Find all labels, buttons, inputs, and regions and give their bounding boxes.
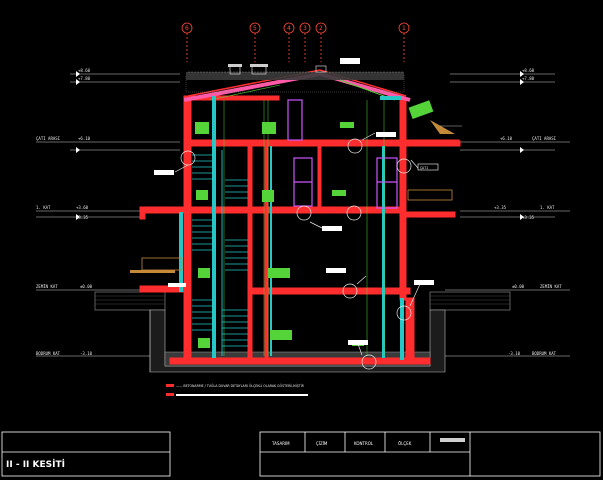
level-roof-base-right: +7.80 (522, 76, 535, 81)
tb-cell-kontrol: KONTROL (354, 441, 374, 446)
axis-label-6: 6 (185, 25, 189, 32)
furniture (195, 100, 434, 348)
axis-label-3: 3 (303, 25, 307, 32)
tb-cell-tasarim: TASARIM (271, 441, 290, 446)
level-kat1-label-right: 1. KAT (540, 205, 555, 210)
level-bodrum-label-left: BODRUM KAT (36, 351, 61, 356)
scale-bar (440, 438, 465, 442)
note-2 (176, 394, 308, 396)
level-zemin-right: ±0.00 (512, 284, 525, 289)
level-bodrum-label-right: BODRUM KAT (532, 351, 557, 356)
eave-detail (430, 120, 462, 134)
level-zemin-label-right: ZEMİN KAT (540, 284, 562, 289)
note-1: —— BETONARME / TUĞLA DUVAR DETAYLARI ÖLÇ… (176, 383, 305, 388)
glazing (130, 96, 453, 360)
drawing-title: II - II KESİTİ (6, 459, 65, 470)
level-cati-right: +6.10 (500, 136, 513, 141)
level-kat1-left2: +3.35 (76, 215, 89, 220)
tb-cell-cizim: ÇİZİM (316, 441, 328, 446)
level-cati-left: +6.10 (78, 136, 91, 141)
level-roof-top-right: +8.60 (522, 68, 535, 73)
note-swatch-1 (166, 384, 174, 387)
note-swatch-2 (166, 393, 174, 396)
axis-label-4: 4 (287, 25, 291, 32)
stairs (192, 140, 248, 356)
axis-markers (181, 22, 410, 62)
level-bodrum-right: -3.10 (508, 351, 521, 356)
tag-cati: ÇATI (420, 166, 428, 170)
level-markers (76, 71, 524, 220)
axis-label-1: 1 (402, 25, 406, 32)
title-block (1, 431, 601, 477)
level-zemin-left: ±0.00 (80, 284, 93, 289)
level-kat1-left: +3.60 (76, 205, 89, 210)
axis-label-5: 5 (253, 25, 257, 32)
label-boxes (154, 58, 434, 345)
structure-walls (139, 95, 461, 365)
level-zemin-label-left: ZEMİN KAT (36, 284, 58, 289)
level-kat1-right2: +3.35 (522, 215, 535, 220)
level-kat1-label-left: 1. KAT (36, 205, 51, 210)
level-bodrum-left: -3.10 (80, 351, 93, 356)
level-kat1-right: +3.35 (494, 205, 507, 210)
dimension-lines (223, 100, 385, 356)
level-cati-label-right: ÇATI ARASI (532, 136, 557, 141)
level-roof-top-left: +8.60 (78, 68, 91, 73)
detail-callouts (174, 132, 421, 370)
level-lines (36, 73, 570, 357)
level-roof-base-left: +7.80 (78, 76, 91, 81)
roof (183, 64, 411, 102)
axis-label-2: 2 (319, 25, 323, 32)
level-cati-label-left: ÇATI ARASI (36, 136, 61, 141)
tb-cell-olcek: ÖLÇEK (398, 441, 412, 446)
